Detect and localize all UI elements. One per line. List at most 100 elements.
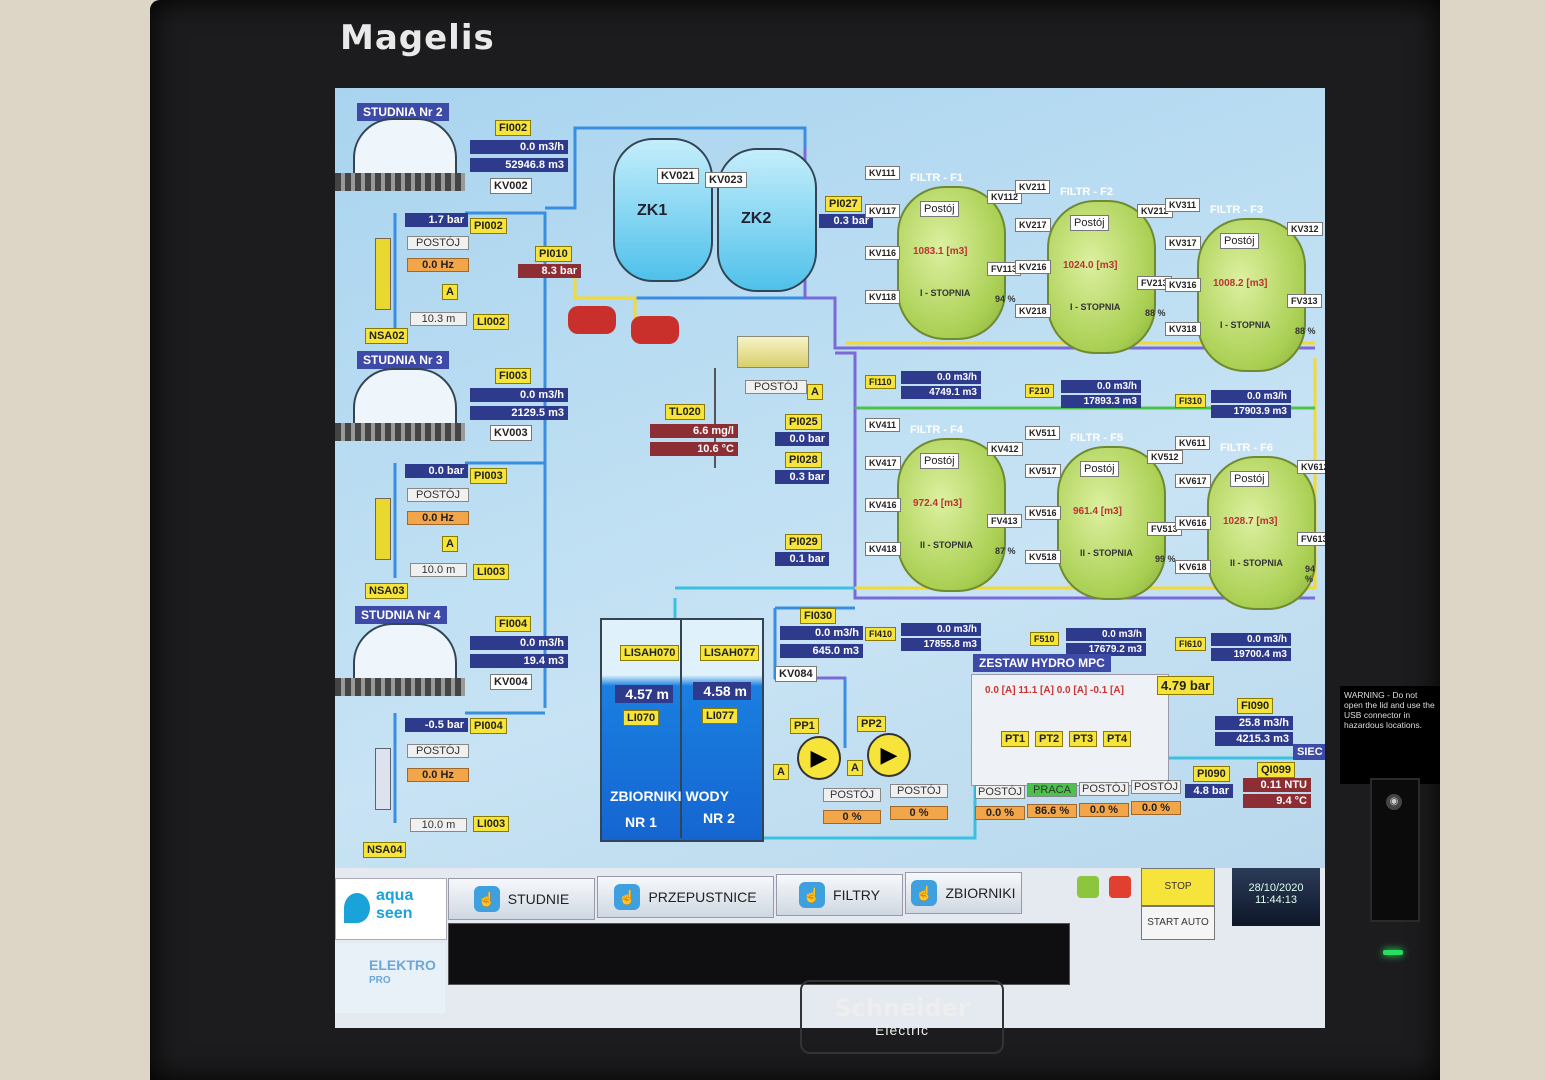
pi010-tag: PI010 xyxy=(535,246,572,262)
filter-kv-c[interactable]: KV116 xyxy=(865,246,901,260)
lisah070-tag: LISAH070 xyxy=(620,645,680,661)
filter-fv[interactable]: FV313 xyxy=(1287,294,1322,308)
filter-kv-a[interactable]: KV111 xyxy=(865,166,900,180)
li070-tag: LI070 xyxy=(623,710,660,726)
filter-kv-d[interactable]: KV618 xyxy=(1175,560,1211,574)
kv023-tag[interactable]: KV023 xyxy=(705,172,747,188)
filter-kv-d[interactable]: KV318 xyxy=(1165,322,1201,336)
kv004-tag[interactable]: KV004 xyxy=(490,674,532,690)
reservoirs-title: ZBIORNIKI WODY xyxy=(610,788,729,804)
start-auto-button[interactable]: START AUTO xyxy=(1141,906,1215,940)
blower-mode[interactable]: A xyxy=(807,384,823,400)
filter-kv-b[interactable]: KV117 xyxy=(865,204,901,218)
zbiorniki-button[interactable]: ☝ZBIORNIKI xyxy=(905,872,1022,914)
filter-kv-d[interactable]: KV118 xyxy=(865,290,901,304)
przepustnice-button[interactable]: ☝PRZEPUSTNICE xyxy=(597,876,774,918)
filter-kv-a[interactable]: KV211 xyxy=(1015,180,1051,194)
pump-nsa02-icon[interactable] xyxy=(375,238,391,310)
kv084-tag[interactable]: KV084 xyxy=(775,666,817,682)
qi099-temp: 9.4 °C xyxy=(1243,794,1311,808)
filter-kv-d[interactable]: KV218 xyxy=(1015,304,1051,318)
filter-percent: 88 % xyxy=(1295,326,1316,336)
filter-status: Postój xyxy=(1080,461,1119,477)
filter-kv-e[interactable]: KV512 xyxy=(1147,450,1183,464)
fi-tag: FI110 xyxy=(865,375,896,389)
filter-status: Postój xyxy=(920,453,959,469)
filter-kv-b[interactable]: KV217 xyxy=(1015,218,1051,232)
filter-kv-a[interactable]: KV511 xyxy=(1025,426,1061,440)
filter-kv-c[interactable]: KV516 xyxy=(1025,506,1061,520)
fi090-total: 4215.3 m3 xyxy=(1215,732,1293,746)
pump-nsa03-icon[interactable] xyxy=(375,498,391,560)
pp2-mode[interactable]: A xyxy=(847,760,863,776)
well-title: STUDNIA Nr 3 xyxy=(357,351,449,369)
filter-kv-b[interactable]: KV317 xyxy=(1165,236,1201,250)
filter-kv-c[interactable]: KV216 xyxy=(1015,260,1051,274)
filter-kv-b[interactable]: KV417 xyxy=(865,456,901,470)
pt3-tag[interactable]: PT3 xyxy=(1069,731,1098,747)
hydro-pressure: 4.79 bar xyxy=(1157,676,1215,695)
filter-kv-d[interactable]: KV518 xyxy=(1025,550,1061,564)
filter-kv-e[interactable]: KV212 xyxy=(1137,204,1173,218)
filtry-button[interactable]: ☝FILTRY xyxy=(776,874,903,916)
hand-pointer-icon: ☝ xyxy=(911,880,938,906)
filter-kv-d[interactable]: KV418 xyxy=(865,542,901,556)
bell-icon[interactable] xyxy=(1077,876,1099,898)
pt2-status: PRACA xyxy=(1027,783,1077,797)
well2-mode[interactable]: A xyxy=(442,284,458,300)
pump-nsa04-icon[interactable] xyxy=(375,748,391,810)
filter-title: FILTR - F5 xyxy=(1070,432,1123,444)
usb-port-cover[interactable]: ◉ xyxy=(1370,778,1420,922)
pump-pp1-icon[interactable]: ▶ xyxy=(797,736,841,780)
filter-fv[interactable]: FV413 xyxy=(987,514,1022,528)
li003-tag: LI003 xyxy=(473,564,510,580)
compressor-1-icon[interactable] xyxy=(568,306,616,334)
pt4-tag[interactable]: PT4 xyxy=(1103,731,1132,747)
filter-fv[interactable]: FV113 xyxy=(987,262,1022,276)
kv002-tag[interactable]: KV002 xyxy=(490,178,532,194)
pp1-mode[interactable]: A xyxy=(773,764,789,780)
power-icon[interactable] xyxy=(1109,876,1131,898)
hand-pointer-icon: ☝ xyxy=(614,884,641,910)
zk1-label: ZK1 xyxy=(637,202,668,219)
filter-kv-a[interactable]: KV611 xyxy=(1175,436,1211,450)
compressor-2-icon[interactable] xyxy=(631,316,679,344)
filter-kv-c[interactable]: KV316 xyxy=(1165,278,1201,292)
kv021-tag[interactable]: KV021 xyxy=(657,168,699,184)
filter-kv-c[interactable]: KV416 xyxy=(865,498,901,512)
filter-percent: 94 % xyxy=(995,294,1016,304)
pi003-tag: PI003 xyxy=(470,468,507,484)
filter-kv-e[interactable]: KV112 xyxy=(987,190,1023,204)
li003-value: 10.0 m xyxy=(410,563,467,577)
filter-kv-e[interactable]: KV312 xyxy=(1287,222,1323,236)
pp1-tag: PP1 xyxy=(790,718,819,734)
pt2-tag[interactable]: PT2 xyxy=(1035,731,1064,747)
filter-kv-a[interactable]: KV411 xyxy=(865,418,901,432)
fi-tag: FI310 xyxy=(1175,394,1207,408)
filter-kv-e[interactable]: KV412 xyxy=(987,442,1023,456)
alarm-banner[interactable] xyxy=(448,923,1070,985)
pt1-tag[interactable]: PT1 xyxy=(1001,731,1030,747)
filter-kv-a[interactable]: KV311 xyxy=(1165,198,1201,212)
date-text: 28/10/2020 xyxy=(1248,882,1304,894)
pt2-pct: 86.6 % xyxy=(1027,804,1077,818)
fi-total: 17903.9 m3 xyxy=(1211,405,1291,418)
aquaseen-drop-icon xyxy=(344,893,370,923)
filter-kv-b[interactable]: KV617 xyxy=(1175,474,1211,488)
studnie-button[interactable]: ☝STUDNIE xyxy=(448,878,595,920)
blower-icon[interactable] xyxy=(737,336,809,368)
kv003-tag[interactable]: KV003 xyxy=(490,425,532,441)
filter-kv-c[interactable]: KV616 xyxy=(1175,516,1211,530)
filter-fv[interactable]: FV213 xyxy=(1137,276,1172,290)
stop-button[interactable]: STOP xyxy=(1141,868,1215,906)
filter-kv-e[interactable]: KV612 xyxy=(1297,460,1325,474)
filter-kv-b[interactable]: KV517 xyxy=(1025,464,1061,478)
fi-tag: F510 xyxy=(1030,632,1059,646)
lock-icon: ◉ xyxy=(1386,794,1402,810)
pump-pp2-icon[interactable]: ▶ xyxy=(867,733,911,777)
elektropro-logo: ELEKTRO PRO xyxy=(335,943,445,1013)
pt3-pct: 0.0 % xyxy=(1079,803,1129,817)
pi003-value: 0.0 bar xyxy=(405,464,468,478)
filter-fv[interactable]: FV613 xyxy=(1297,532,1325,546)
well3-mode[interactable]: A xyxy=(442,536,458,552)
